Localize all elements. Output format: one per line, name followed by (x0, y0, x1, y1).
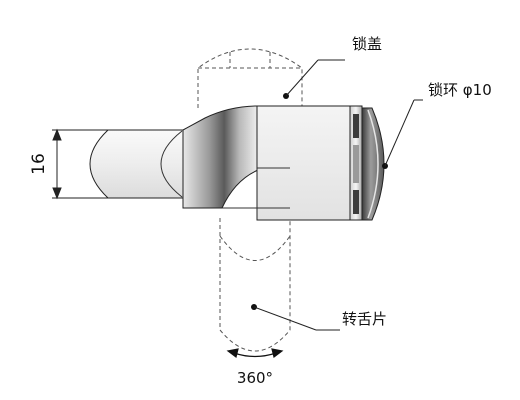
ring-highlight (367, 109, 379, 219)
dimension-16 (52, 128, 108, 200)
label-lock-ring: 锁环 φ10 (428, 81, 492, 99)
label-rotating-tongue: 转舌片 (342, 310, 387, 328)
leader-lock-cover (283, 59, 345, 99)
rotation-label: 360° (237, 369, 273, 387)
rotated-tongue-ghost (219, 218, 291, 352)
lock-cap (349, 105, 363, 221)
lock-body (222, 105, 353, 221)
label-lock-cover: 锁盖 (352, 35, 382, 53)
tongue-bend (182, 105, 259, 209)
leader-lock-ring (382, 99, 423, 169)
lock-cover-ghost (197, 48, 303, 108)
rotating-tongue-blade (89, 129, 186, 199)
rotation-arrow (226, 348, 284, 359)
lock-ring (361, 107, 385, 221)
dimension-label: 16 (29, 153, 49, 175)
leader-rotating-tongue (251, 304, 340, 331)
